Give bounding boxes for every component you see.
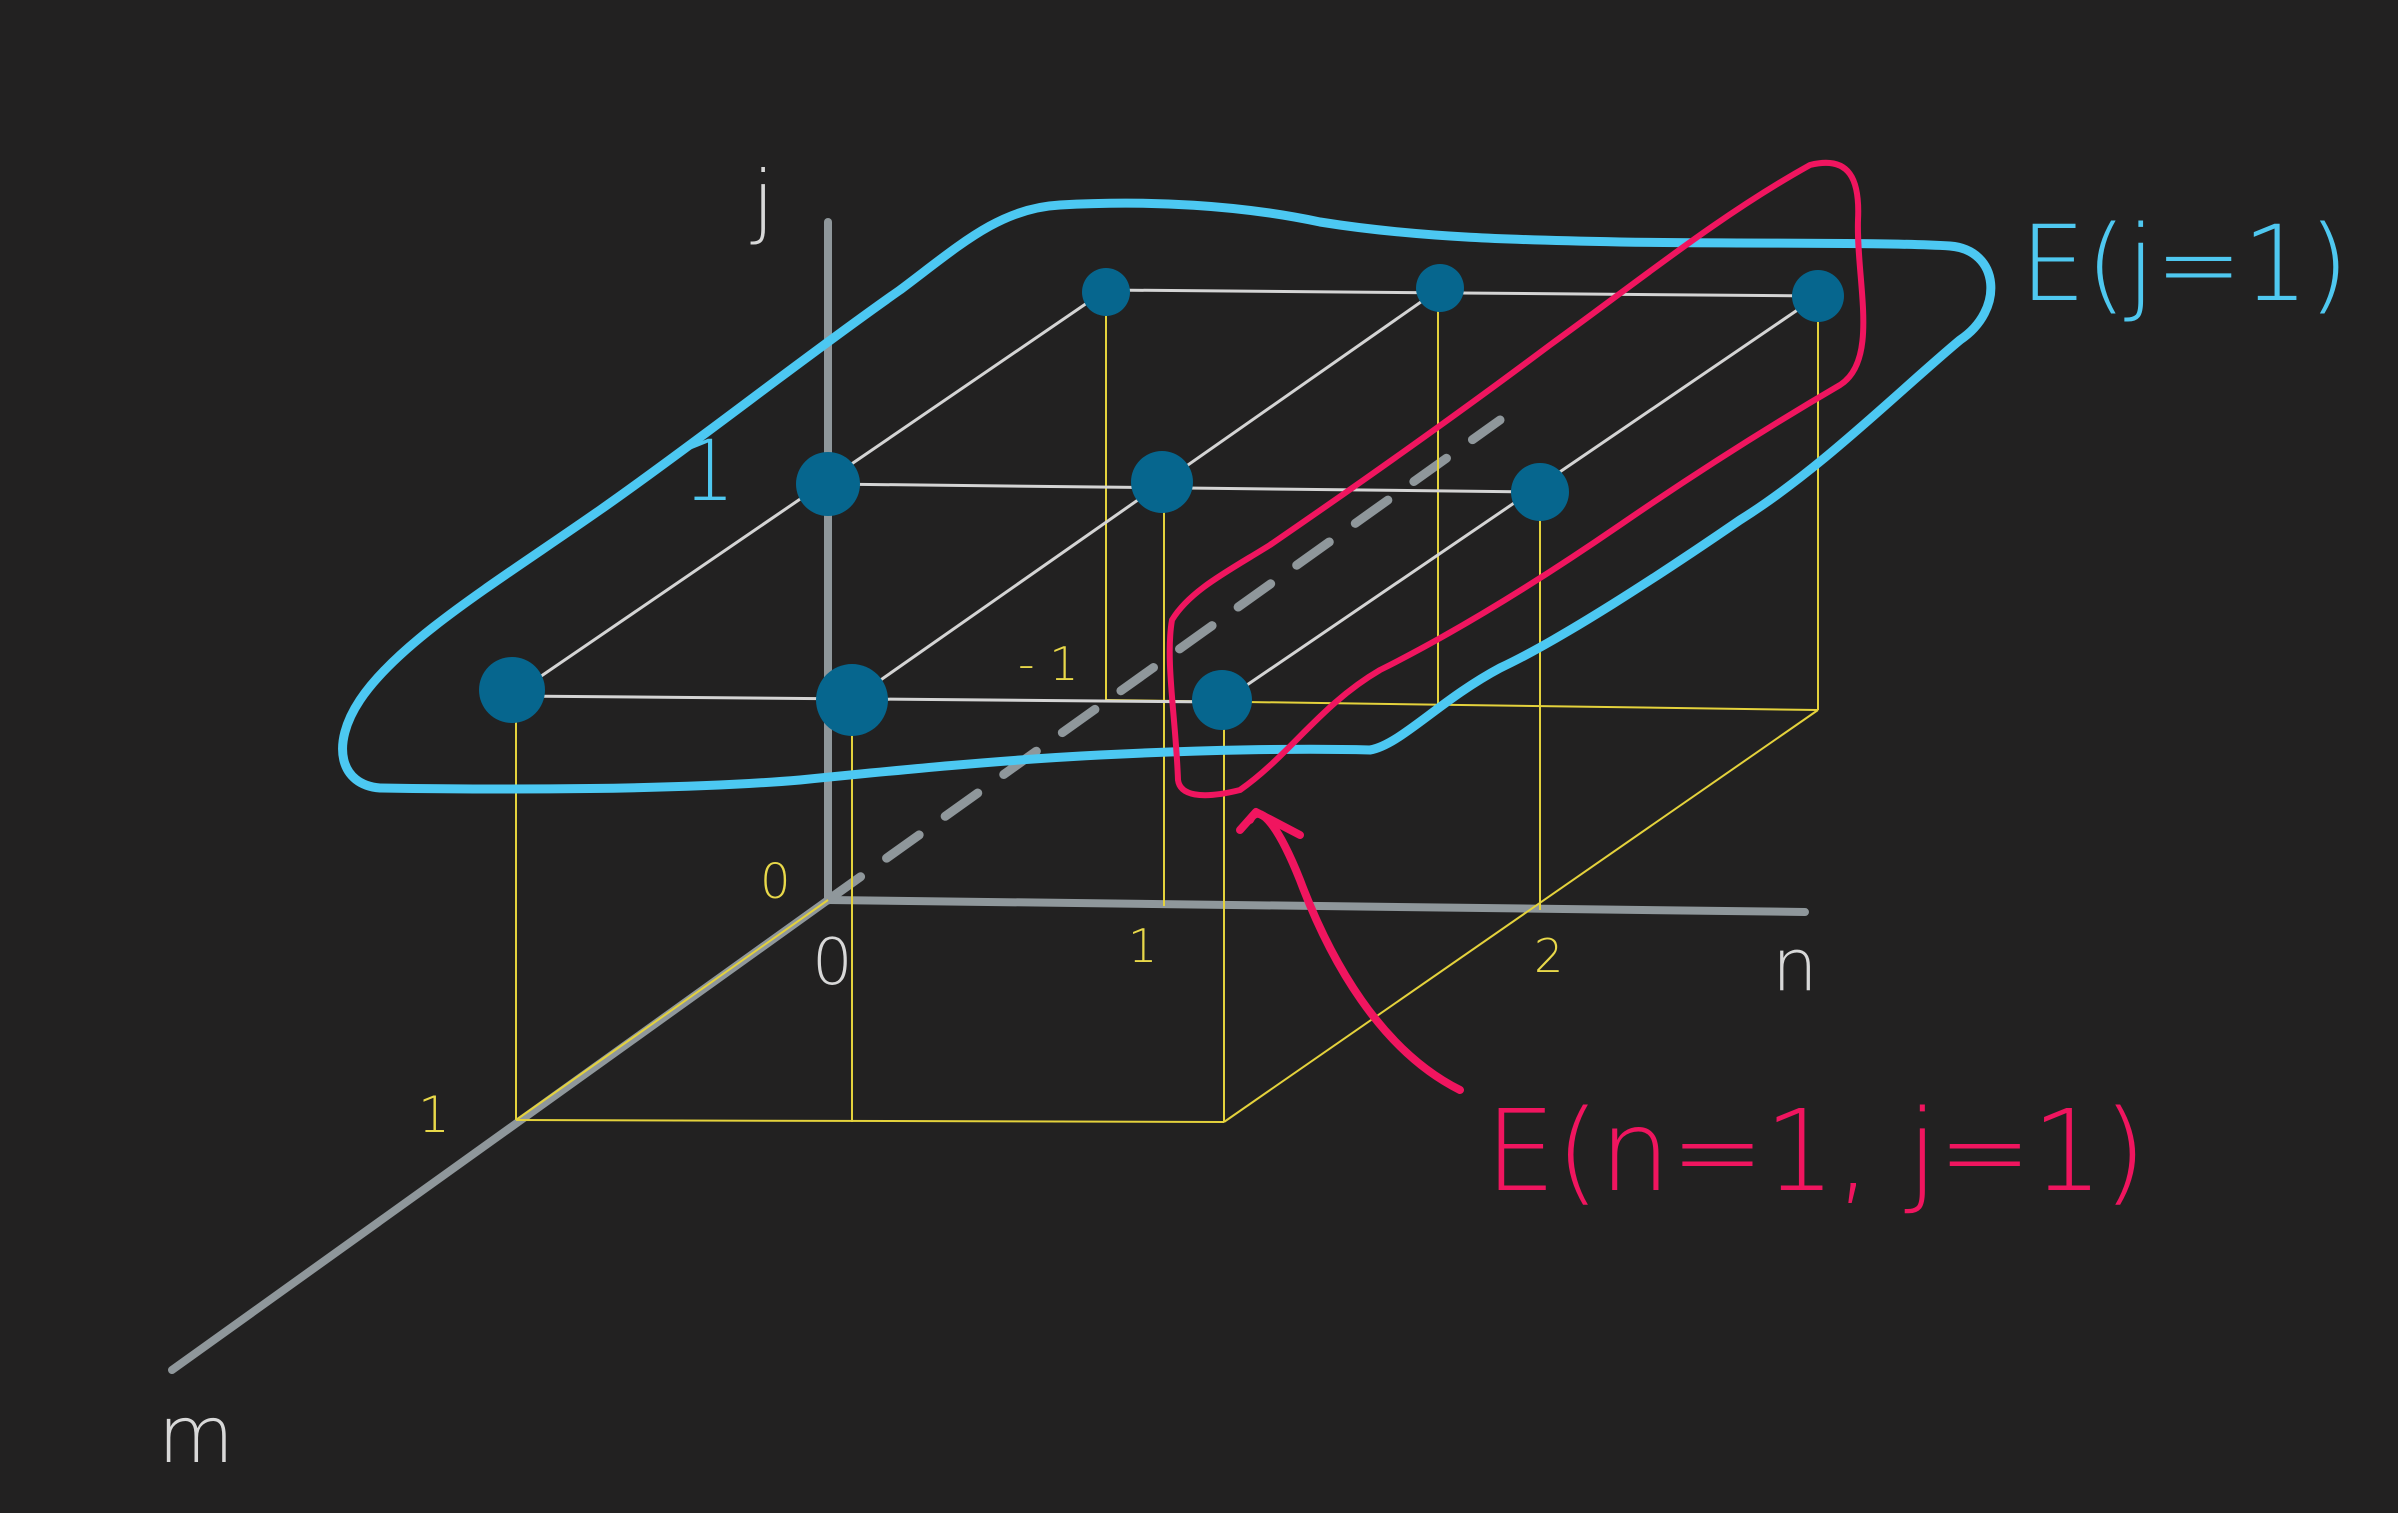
cyan-set-outline [338, 198, 1996, 794]
set-annotations: E(j=1) E(n=1, j=1) [1485, 203, 2349, 1217]
arrow-icon [1246, 809, 1464, 1094]
guide-floor [1223, 709, 1819, 1123]
pink-set-label: E(n=1, j=1) [1485, 1087, 2147, 1217]
tick-origin-j: 0 [760, 854, 791, 910]
node [1082, 268, 1130, 316]
m-axis-label: m [158, 1391, 234, 1481]
guide-floor [515, 1119, 1225, 1123]
node [1792, 270, 1844, 322]
node [1511, 463, 1569, 521]
tick-n-1: 1 [1128, 919, 1157, 973]
floor-guides [515, 290, 1819, 1123]
cyan-set-label: E(j=1) [2020, 203, 2349, 325]
node [1131, 451, 1193, 513]
tick-j-1: 1 [682, 422, 735, 520]
tick-labels: 0 0 1 2 1 - 1 1 [418, 422, 1563, 1144]
arrow-head [1236, 808, 1304, 839]
tick-m-1: 1 [418, 1086, 450, 1144]
axes [168, 218, 1809, 1374]
node [1416, 264, 1464, 312]
pink-set-outline [1166, 159, 1867, 799]
pink-arrow [1236, 808, 1464, 1094]
node [816, 664, 888, 736]
m-axis [168, 896, 832, 1374]
tick-origin-n: 0 [812, 926, 853, 1000]
node [796, 452, 860, 516]
n-axis [824, 896, 1809, 916]
m-axis-dashed-back [823, 415, 1505, 905]
n-axis-label: n [1772, 923, 1818, 1007]
tick-m-neg1: - 1 [1018, 637, 1079, 691]
lattice-nodes [479, 264, 1844, 736]
j-axis-label: j [750, 154, 774, 247]
guide-floor [515, 899, 829, 1121]
node [479, 657, 545, 723]
axis-labels: j n m [158, 154, 1818, 1481]
node [1192, 670, 1252, 730]
tick-n-2: 2 [1534, 929, 1563, 983]
